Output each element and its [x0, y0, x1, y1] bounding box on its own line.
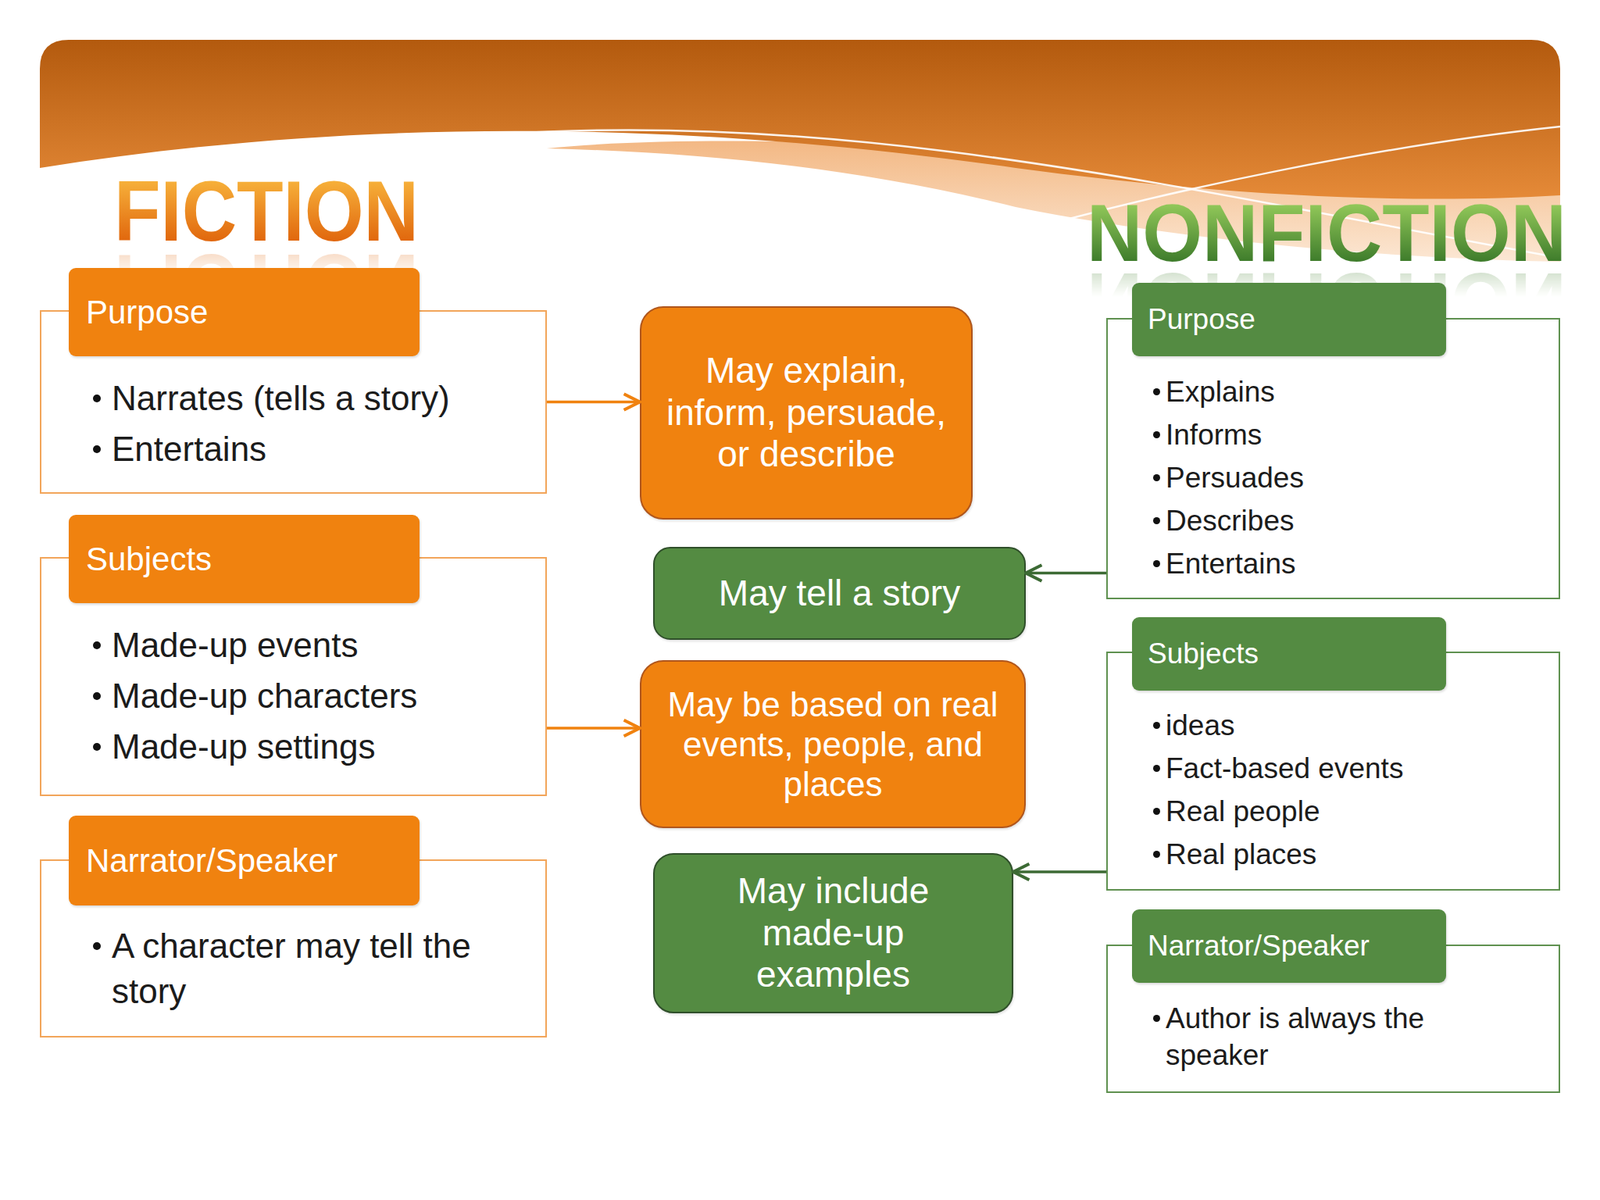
bullet-list: Made-up eventsMade-up charactersMade-up … [41, 619, 549, 772]
bullet-row: Real places [1107, 832, 1549, 876]
bullet-row: Narrates (tells a story) [41, 372, 546, 424]
box-text: May include made-up examples [701, 870, 965, 996]
bullet-text: Narrates (tells a story) [111, 378, 450, 418]
section-heading: Narrator/Speaker [1147, 929, 1370, 963]
section-header-tab: Purpose [1132, 282, 1447, 357]
bullet-row: A character may tell the story [41, 923, 503, 1015]
section-box: SubjectsMade-up eventsMade-up characters… [39, 557, 547, 797]
bullet-dot [1153, 807, 1161, 815]
bullet-dot [1153, 560, 1161, 568]
bullet-list: Narrates (tells a story) Entertains [41, 372, 549, 475]
bullet-dot [1153, 764, 1161, 772]
bullet-text: Made-up characters [111, 676, 418, 715]
bullet-row: Fact-based events [1107, 746, 1549, 790]
connector-arrow [1013, 870, 1107, 874]
box-text: May explain, inform, persuade, or descri… [660, 350, 953, 475]
bullet-dot [1153, 517, 1161, 525]
bullet-text: Informs [1165, 418, 1262, 451]
connector-arrow [546, 726, 640, 730]
bullet-row: Made-up settings [41, 721, 546, 772]
bullet-row: Persuades [1107, 456, 1549, 500]
section-heading: Purpose [85, 293, 208, 332]
bullet-row: Real people [1107, 789, 1549, 833]
bullet-text: Author is always the speaker [1165, 1002, 1425, 1072]
bullet-text: Describes [1165, 504, 1295, 537]
section-box: Narrator/SpeakerAuthor is always the spe… [1106, 944, 1561, 1093]
heading-label: NONFICTION [1086, 190, 1567, 276]
bullet-text: Made-up settings [111, 727, 376, 766]
heading-label: FICTION [114, 165, 419, 257]
bullet-dot [1153, 721, 1161, 729]
bullet-text: Made-up events [111, 625, 359, 665]
bullet-row: Informs [1107, 413, 1549, 457]
section-heading: Narrator/Speaker [85, 842, 338, 880]
bullet-text: A character may tell the story [111, 926, 472, 1011]
bullet-row: ideas [1107, 703, 1549, 747]
bullet-dot [92, 692, 101, 700]
box-text: May tell a story [718, 572, 961, 615]
section-header-tab: Purpose [68, 267, 420, 357]
box-text: May be based on real events, people, and… [657, 684, 1009, 804]
bullet-text: Real people [1165, 795, 1320, 828]
section-box: PurposeExplainsInformsPersuadesDescribes… [1106, 317, 1561, 600]
bullet-dot [1153, 388, 1161, 396]
bullet-row: Made-up events [41, 619, 546, 671]
bullet-dot [92, 641, 101, 650]
section-heading: Subjects [1147, 637, 1259, 671]
bullet-text: Real places [1165, 838, 1317, 871]
section-header-tab: Narrator/Speaker [1132, 909, 1447, 983]
comparison-box: May explain, inform, persuade, or descri… [639, 306, 973, 520]
section-heading: Purpose [1147, 303, 1256, 336]
bullet-list: ideasFact-based eventsReal peopleReal pl… [1107, 703, 1562, 876]
bullet-text: Entertains [111, 429, 267, 468]
section-header-tab: Subjects [68, 514, 420, 604]
section-box: PurposeNarrates (tells a story)Entertain… [39, 310, 547, 494]
bullet-list: ExplainsInformsPersuadesDescribesEnterta… [1107, 370, 1562, 586]
bullet-row: Explains [1107, 370, 1549, 414]
bullet-dot [92, 394, 101, 403]
connector-arrow [546, 400, 640, 404]
bullet-text: Persuades [1165, 461, 1304, 494]
connector-arrow [1025, 571, 1107, 575]
bullet-dot [92, 942, 101, 950]
bullet-row: Made-up characters [41, 670, 546, 722]
bullet-row: Describes [1107, 499, 1549, 543]
bullet-row: Entertains [41, 423, 546, 475]
section-heading: Subjects [85, 540, 212, 579]
section-box: SubjectsideasFact-based eventsReal peopl… [1106, 651, 1561, 891]
section-header-tab: Narrator/Speaker [68, 815, 420, 906]
section-header-tab: Subjects [1132, 617, 1447, 691]
bullet-row: Author is always the speaker [1107, 1000, 1479, 1074]
bullet-text: ideas [1165, 709, 1235, 742]
comparison-box: May tell a story [653, 546, 1026, 640]
bullet-dot [1153, 850, 1161, 858]
bullet-dot [92, 445, 101, 454]
bullet-list: A character may tell the story [41, 923, 549, 1015]
section-box: Narrator/SpeakerA character may tell the… [39, 859, 547, 1038]
bullet-text: Fact-based events [1165, 752, 1404, 785]
comparison-box: May include made-up examples [653, 853, 1014, 1014]
bullet-dot [1153, 431, 1161, 439]
bullet-list: Author is always the speaker [1107, 1000, 1562, 1074]
comparison-box: May be based on real events, people, and… [639, 660, 1026, 829]
bullet-text: Explains [1165, 375, 1275, 408]
bullet-dot [92, 742, 101, 751]
bullet-dot [1153, 1014, 1161, 1022]
bullet-row: Entertains [1107, 542, 1549, 586]
bullet-dot [1153, 474, 1161, 482]
bullet-text: Entertains [1165, 547, 1297, 580]
